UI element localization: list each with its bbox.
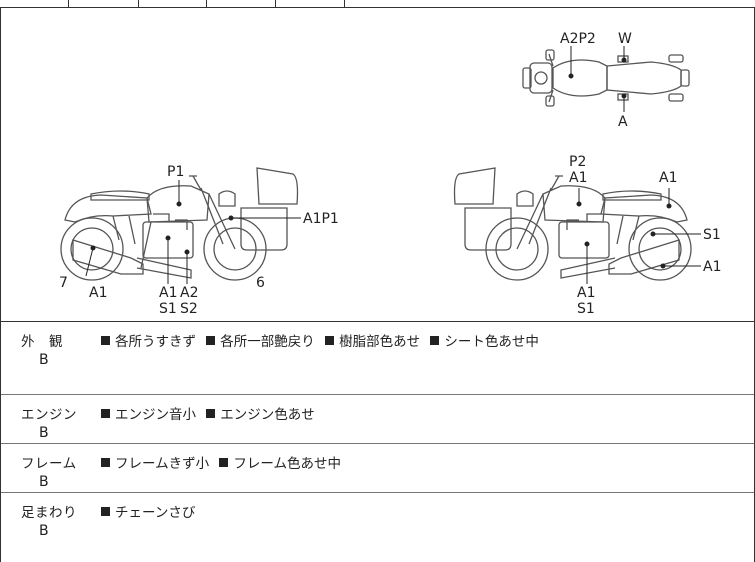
condition-items: フレームきず小 フレーム色あせ中 xyxy=(101,452,347,472)
condition-table: 外 観 B 各所うすきず 各所一部艶戻り 樹脂部色あせ シート色あせ中 エンジン… xyxy=(0,321,755,562)
top-view-motorcycle xyxy=(522,49,690,107)
condition-item: 各所うすきず xyxy=(101,334,196,350)
condition-item: シート色あせ中 xyxy=(430,334,539,350)
label-left-p1: P1 xyxy=(167,164,184,180)
table-divider xyxy=(206,0,207,7)
left-view-motorcycle xyxy=(60,167,299,281)
condition-row-exterior: 外 観 B 各所うすきず 各所一部艶戻り 樹脂部色あせ シート色あせ中 xyxy=(1,322,754,395)
square-bullet-icon xyxy=(325,336,335,345)
table-divider xyxy=(344,0,345,7)
square-bullet-icon xyxy=(101,409,110,418)
label-right-a1-side: A1 xyxy=(703,259,721,275)
condition-item: エンジン色あせ xyxy=(206,407,315,423)
label-left-a1-engine: A1 xyxy=(159,285,177,301)
label-left-s1: S1 xyxy=(159,301,177,317)
condition-items: チェーンさび xyxy=(101,501,201,521)
label-right-p2: P2 xyxy=(569,154,586,170)
condition-item: フレーム色あせ中 xyxy=(219,456,341,472)
label-right-a1-bottom: A1 xyxy=(577,285,595,301)
label-top-w: W xyxy=(618,31,632,47)
condition-name: エンジン xyxy=(21,407,77,423)
condition-items: エンジン音小 エンジン色あせ xyxy=(101,403,321,423)
label-right-s1-bottom: S1 xyxy=(577,301,595,317)
condition-name: 外 観 xyxy=(21,334,63,350)
square-bullet-icon xyxy=(101,336,110,345)
square-bullet-icon xyxy=(101,458,110,467)
label-left-a2: A2 xyxy=(180,285,198,301)
label-right-s1-side: S1 xyxy=(703,227,721,243)
label-left-a1p1: A1P1 xyxy=(303,211,339,227)
label-left-a1: A1 xyxy=(89,285,107,301)
motorcycle-diagram-svg: A2P2 W A xyxy=(59,31,721,317)
condition-item: フレームきず小 xyxy=(101,456,209,472)
left-view-leaders xyxy=(85,180,301,284)
table-divider xyxy=(68,0,69,7)
right-view-motorcycle xyxy=(453,167,692,281)
label-top-a: A xyxy=(618,114,628,130)
label-left-7: 7 xyxy=(59,275,68,291)
label-right-a1-tank: A1 xyxy=(569,170,587,186)
square-bullet-icon xyxy=(430,336,440,345)
table-divider xyxy=(138,0,139,7)
label-top-a2p2: A2P2 xyxy=(560,31,596,47)
label-left-s2: S2 xyxy=(180,301,198,317)
table-divider xyxy=(275,0,276,7)
square-bullet-icon xyxy=(219,458,229,467)
condition-row-engine: エンジン B エンジン音小 エンジン色あせ xyxy=(1,395,754,444)
label-right-a1-rear: A1 xyxy=(659,170,677,186)
square-bullet-icon xyxy=(101,507,110,516)
condition-name: フレーム xyxy=(21,456,77,472)
condition-grade: B xyxy=(39,474,49,490)
condition-grade: B xyxy=(39,352,49,368)
condition-name: 足まわり xyxy=(21,505,77,521)
condition-grade: B xyxy=(39,425,49,441)
damage-diagram: A2P2 W A xyxy=(0,8,755,321)
top-view-leaders xyxy=(568,46,627,112)
condition-grade: B xyxy=(39,523,49,539)
square-bullet-icon xyxy=(206,409,216,418)
right-view-leaders xyxy=(576,188,701,284)
condition-item: エンジン音小 xyxy=(101,407,196,423)
condition-row-frame: フレーム B フレームきず小 フレーム色あせ中 xyxy=(1,444,754,493)
square-bullet-icon xyxy=(206,336,216,345)
condition-item: 樹脂部色あせ xyxy=(325,334,420,350)
condition-item: 各所一部艶戻り xyxy=(206,334,315,350)
condition-row-suspension: 足まわり B チェーンさび xyxy=(1,493,754,561)
table-header-remnant xyxy=(0,0,755,8)
condition-item: チェーンさび xyxy=(101,505,195,521)
condition-items: 各所うすきず 各所一部艶戻り 樹脂部色あせ シート色あせ中 xyxy=(101,330,545,350)
label-left-6: 6 xyxy=(256,275,265,291)
